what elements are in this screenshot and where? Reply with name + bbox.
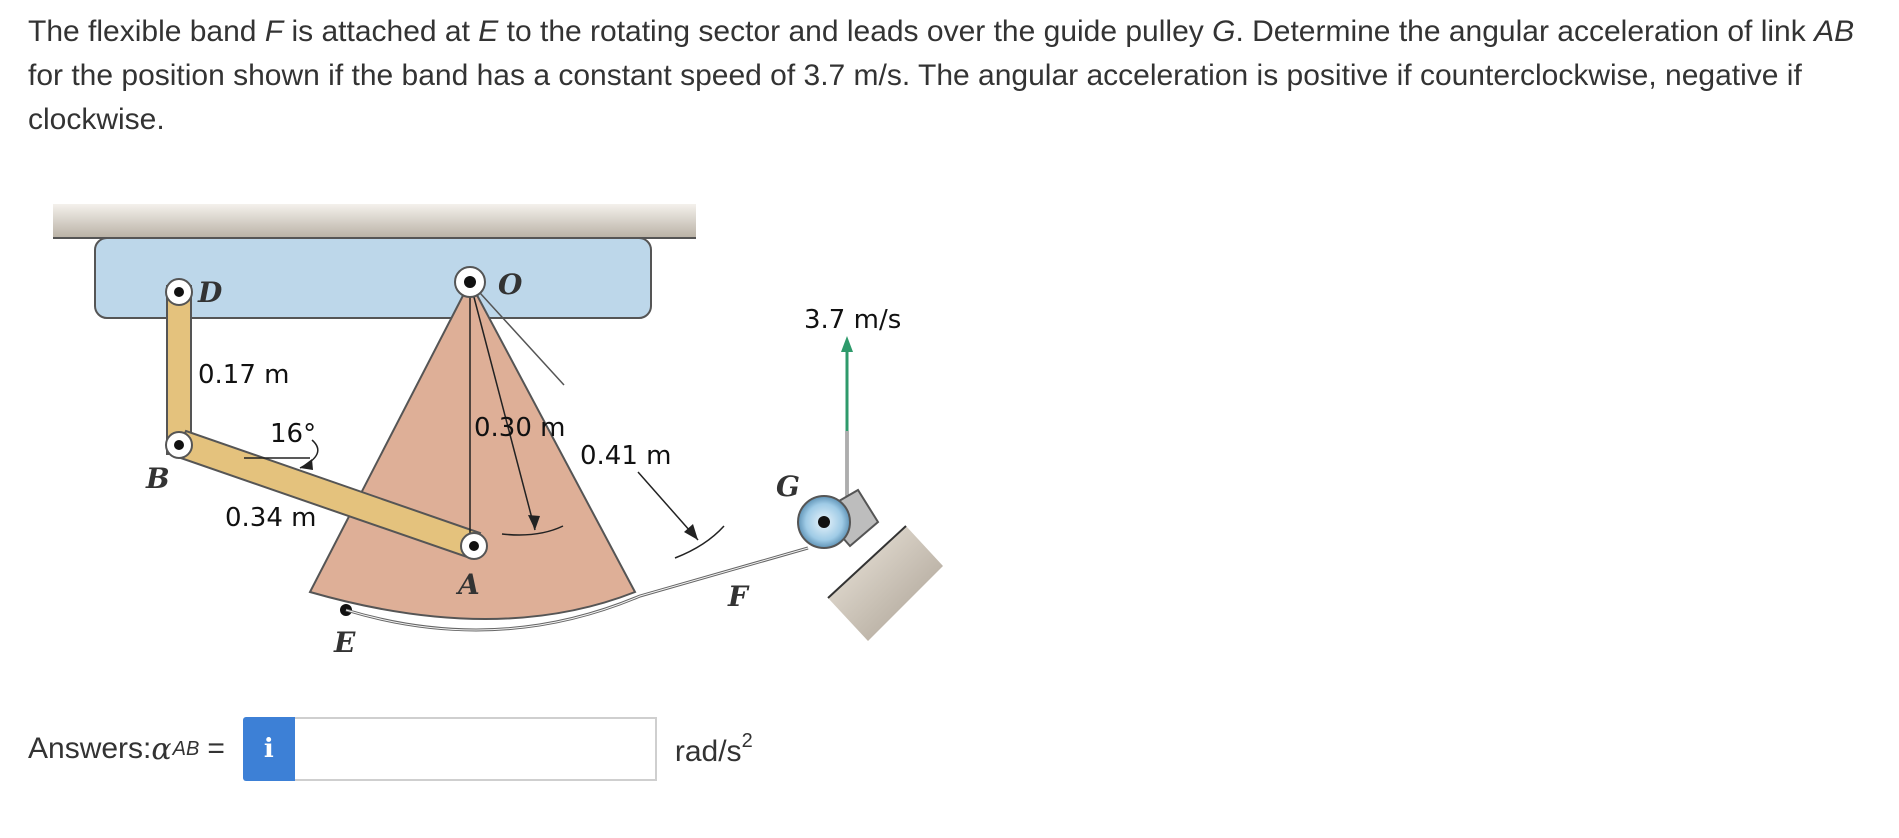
label-f: F	[727, 580, 750, 613]
label-b: B	[145, 462, 170, 495]
info-button[interactable]: i	[242, 717, 295, 781]
equals-sign: =	[207, 732, 225, 765]
label-a: A	[455, 568, 480, 601]
rotating-sector	[308, 279, 637, 620]
pin-o	[454, 266, 486, 298]
unit-label: rad/s2	[674, 729, 753, 768]
dim-oa: 0.30 m	[474, 413, 565, 443]
mechanism-diagram: D O B A E F G 0.17 m 16° 0.34 m 0.30 m 0…	[53, 204, 943, 659]
mechanism-figure: D O B A E F G 0.17 m 16° 0.34 m 0.30 m 0…	[28, 186, 948, 666]
dim-angle: 16°	[270, 419, 316, 449]
pin-a	[460, 532, 488, 560]
answer-input[interactable]	[294, 717, 657, 781]
alpha-subscript: AB	[172, 737, 200, 760]
ceiling	[53, 204, 696, 238]
pin-b	[165, 431, 193, 459]
label-o: O	[498, 268, 523, 301]
dim-ab: 0.34 m	[225, 503, 316, 533]
pin-d	[165, 278, 193, 306]
link-db	[166, 285, 192, 455]
info-icon: i	[263, 734, 274, 764]
dim-db: 0.17 m	[198, 360, 289, 390]
label-d: D	[197, 276, 223, 309]
support-block	[94, 237, 652, 319]
answer-prefix: Answers:	[28, 732, 152, 765]
alpha-symbol: α	[151, 731, 172, 767]
label-g: G	[776, 470, 800, 503]
dim-radius: 0.41 m	[580, 441, 671, 471]
wall-g	[828, 526, 943, 641]
problem-statement: The flexible band F is attached at E to …	[28, 15, 1855, 136]
pulley-g	[797, 495, 851, 549]
dim-speed: 3.7 m/s	[804, 305, 901, 335]
label-e: E	[333, 626, 356, 659]
